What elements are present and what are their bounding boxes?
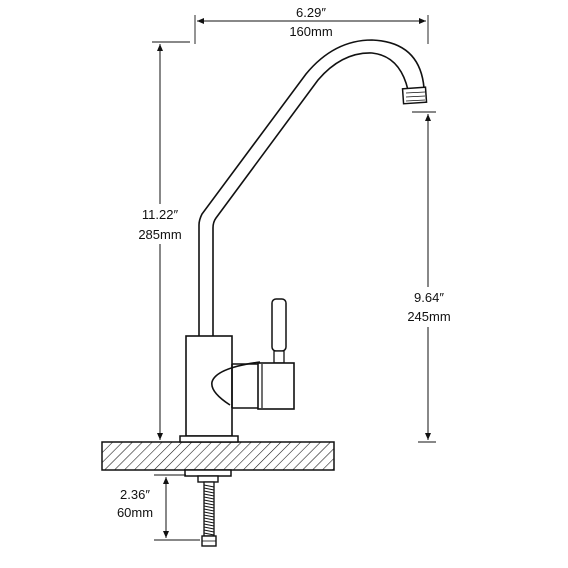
thread-mark (203, 508, 215, 512)
dimension-shank-length: 2.36″ 60mm (110, 477, 169, 538)
extension-lines (152, 15, 436, 541)
thread-mark (203, 493, 215, 497)
thread-mark (203, 499, 215, 503)
spout-clearance-mm: 245mm (407, 309, 450, 324)
thread-mark (203, 514, 215, 518)
spout-reach-inches: 6.29″ (296, 5, 326, 20)
thread-mark (203, 511, 215, 515)
shank-length-mm: 60mm (117, 505, 153, 520)
dimension-spout-clearance: 9.64″ 245mm (398, 114, 460, 440)
thread-mark (203, 523, 215, 527)
thread-mark (203, 484, 215, 488)
spout (198, 39, 425, 337)
dimension-spout-reach: 6.29″ 160mm (197, 5, 426, 39)
shank-length-inches: 2.36″ (120, 487, 150, 502)
thread-mark (203, 487, 215, 491)
thread-mark (203, 502, 215, 506)
total-height-mm: 285mm (138, 227, 181, 242)
thread-mark (203, 517, 215, 521)
thread-mark (203, 520, 215, 524)
spout-reach-mm: 160mm (289, 24, 332, 39)
total-height-inches: 11.22″ (142, 207, 179, 222)
mounting-shank (184, 469, 232, 547)
thread-mark (203, 505, 215, 509)
faucet-handle (232, 298, 295, 410)
faucet-body (185, 335, 261, 437)
thread-mark (203, 532, 215, 536)
aerator (401, 86, 428, 105)
thread-mark (203, 529, 215, 533)
thread-mark (203, 490, 215, 494)
base-flange (179, 435, 239, 443)
thread-mark (203, 496, 215, 500)
countertop (101, 441, 335, 471)
thread-mark (203, 526, 215, 530)
spout-clearance-inches: 9.64″ (414, 290, 444, 305)
dimension-total-height: 11.22″ 285mm (128, 44, 192, 440)
